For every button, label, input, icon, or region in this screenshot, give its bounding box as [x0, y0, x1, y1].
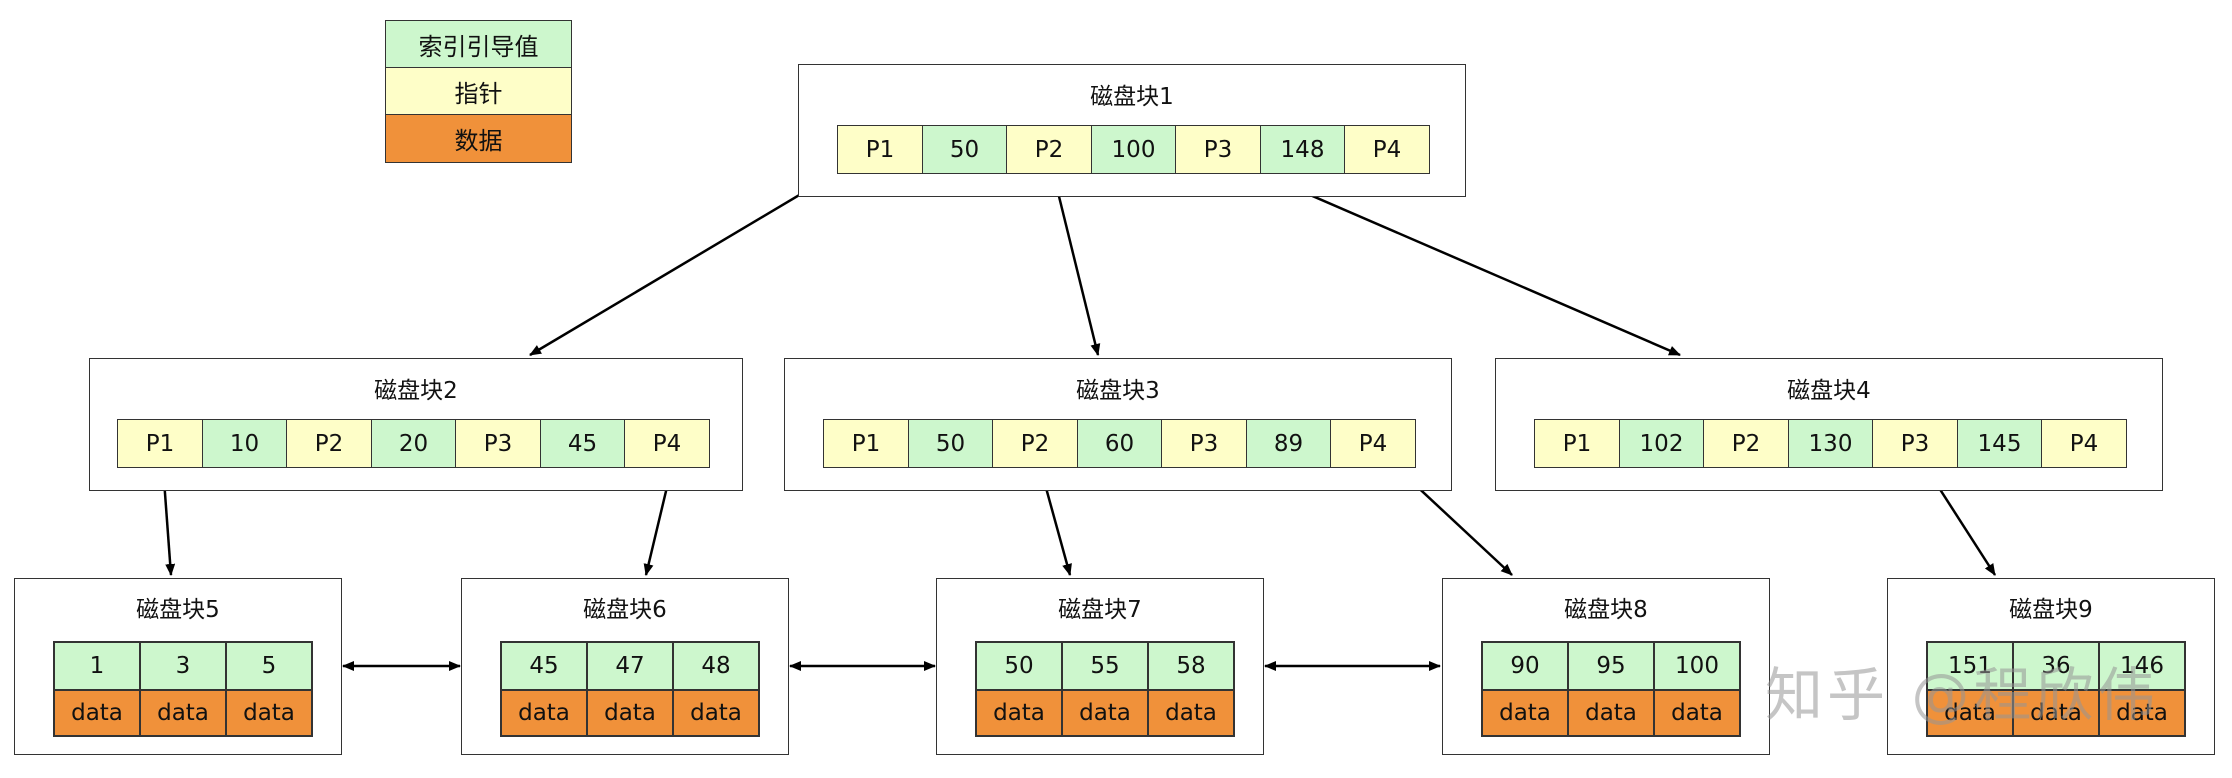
block-title: 磁盘块1 [1090, 84, 1174, 110]
data-cell: data [586, 689, 674, 737]
block-title: 磁盘块4 [1787, 378, 1871, 404]
key-pointer-row: P1 50 P2 60 P3 89 P4 [823, 419, 1416, 468]
block-title: 磁盘块2 [374, 378, 458, 404]
key-cell: 36 [2012, 641, 2100, 691]
block-title: 磁盘块7 [1058, 597, 1142, 623]
key-cell: 45 [500, 641, 588, 691]
pointer-cell: P1 [823, 419, 909, 468]
legend-key: 索引引导值 [386, 21, 571, 68]
data-cell: data [1147, 689, 1235, 737]
disk-block-4: 磁盘块4 P1 102 P2 130 P3 145 P4 [1495, 358, 2163, 491]
pointer-cell: P2 [286, 419, 372, 468]
key-cell: 60 [1076, 419, 1163, 468]
disk-block-6: 磁盘块6 45 47 48 data data data [461, 578, 789, 755]
key-pointer-row: P1 10 P2 20 P3 45 P4 [117, 419, 710, 468]
pointer-cell: P4 [1330, 419, 1416, 468]
key-cell: 45 [539, 419, 626, 468]
pointer-cell: P2 [1006, 125, 1092, 174]
data-cell: data [500, 689, 588, 737]
pointer-cell: P2 [992, 419, 1078, 468]
key-cell: 47 [586, 641, 674, 691]
disk-block-1: 磁盘块1 P1 50 P2 100 P3 148 P4 [798, 64, 1466, 197]
pointer-cell: P3 [455, 419, 541, 468]
key-cell: 148 [1259, 125, 1346, 174]
key-cell: 48 [672, 641, 760, 691]
data-cell: data [1926, 689, 2014, 737]
key-pointer-row: P1 102 P2 130 P3 145 P4 [1534, 419, 2127, 468]
key-cell: 100 [1090, 125, 1177, 174]
pointer-cell: P3 [1161, 419, 1247, 468]
disk-block-5: 磁盘块5 1 3 5 data data data [14, 578, 342, 755]
watermark: 知乎 @程欣伟 [1765, 661, 2160, 729]
legend-data: 数据 [386, 115, 571, 162]
pointer-cell: P4 [1344, 125, 1430, 174]
key-cell: 58 [1147, 641, 1235, 691]
key-cell: 90 [1481, 641, 1569, 691]
block-title: 磁盘块3 [1076, 378, 1160, 404]
leaf-entries: 45 47 48 data data data [500, 641, 760, 737]
key-pointer-row: P1 50 P2 100 P3 148 P4 [837, 125, 1430, 174]
key-cell: 3 [139, 641, 227, 691]
key-cell: 102 [1618, 419, 1705, 468]
data-cell: data [1653, 689, 1741, 737]
disk-block-9: 磁盘块9 151 36 146 data data data [1887, 578, 2215, 755]
pointer-cell: P3 [1872, 419, 1958, 468]
data-cell: data [1061, 689, 1149, 737]
legend-pointer: 指针 [386, 68, 571, 115]
key-cell: 20 [370, 419, 457, 468]
key-cell: 1 [53, 641, 141, 691]
disk-block-2: 磁盘块2 P1 10 P2 20 P3 45 P4 [89, 358, 743, 491]
key-cell: 5 [225, 641, 313, 691]
key-cell: 130 [1787, 419, 1874, 468]
data-cell: data [672, 689, 760, 737]
pointer-cell: P3 [1175, 125, 1261, 174]
key-cell: 151 [1926, 641, 2014, 691]
pointer-cell: P1 [837, 125, 923, 174]
block-title: 磁盘块9 [2009, 597, 2093, 623]
key-cell: 50 [975, 641, 1063, 691]
arrow-root-p1 [529, 170, 839, 357]
key-cell: 50 [907, 419, 994, 468]
legend: 索引引导值 指针 数据 [385, 20, 572, 163]
block-title: 磁盘块5 [136, 597, 220, 623]
pointer-cell: P2 [1703, 419, 1789, 468]
block-title: 磁盘块6 [583, 597, 667, 623]
data-cell: data [1481, 689, 1569, 737]
key-cell: 55 [1061, 641, 1149, 691]
key-cell: 89 [1245, 419, 1332, 468]
data-cell: data [1567, 689, 1655, 737]
data-cell: data [139, 689, 227, 737]
leaf-entries: 90 95 100 data data data [1481, 641, 1741, 737]
leaf-entries: 151 36 146 data data data [1926, 641, 2186, 737]
disk-block-8: 磁盘块8 90 95 100 data data data [1442, 578, 1770, 755]
key-cell: 10 [201, 419, 288, 468]
data-cell: data [975, 689, 1063, 737]
arrow-root-p2 [1051, 171, 1101, 356]
arrow-root-p3 [1256, 170, 1681, 357]
pointer-cell: P1 [1534, 419, 1620, 468]
pointer-cell: P4 [624, 419, 710, 468]
disk-block-7: 磁盘块7 50 55 58 data data data [936, 578, 1264, 755]
data-cell: data [2098, 689, 2186, 737]
key-cell: 95 [1567, 641, 1655, 691]
data-cell: data [2012, 689, 2100, 737]
leaf-entries: 50 55 58 data data data [975, 641, 1235, 737]
pointer-cell: P4 [2041, 419, 2127, 468]
key-cell: 50 [921, 125, 1008, 174]
leaf-entries: 1 3 5 data data data [53, 641, 313, 737]
disk-block-3: 磁盘块3 P1 50 P2 60 P3 89 P4 [784, 358, 1452, 491]
key-cell: 145 [1956, 419, 2043, 468]
block-title: 磁盘块8 [1564, 597, 1648, 623]
key-cell: 100 [1653, 641, 1741, 691]
key-cell: 146 [2098, 641, 2186, 691]
data-cell: data [53, 689, 141, 737]
pointer-cell: P1 [117, 419, 203, 468]
data-cell: data [225, 689, 313, 737]
